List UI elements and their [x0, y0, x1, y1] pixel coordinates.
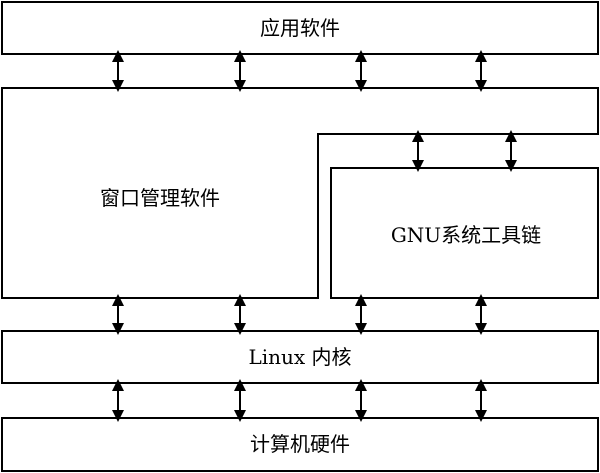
kernel-label: Linux 内核: [248, 345, 351, 369]
applications-box: [1, 1, 599, 55]
window-manager-label: 窗口管理软件: [100, 186, 220, 210]
gnu-toolchain-box: [330, 167, 599, 299]
window-manager-box: [1, 87, 599, 299]
hardware-label: 计算机硬件: [250, 432, 350, 456]
applications-label: 应用软件: [260, 16, 340, 40]
gnu-toolchain-label: GNU系统工具链: [391, 223, 541, 247]
hardware-box: [1, 417, 599, 472]
kernel-box: [1, 330, 599, 384]
